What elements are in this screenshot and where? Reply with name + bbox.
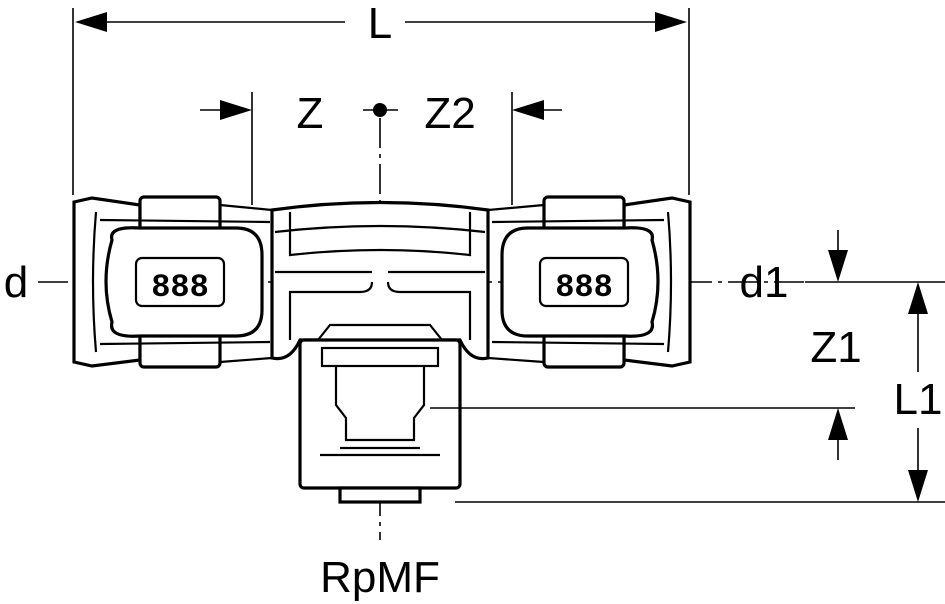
left-sleeve-taper (219, 203, 274, 364)
right-press-end: 888 (486, 195, 692, 369)
label-L: L (368, 0, 392, 48)
arrowhead-L1-top (908, 282, 928, 314)
dimension-Z: Z (200, 89, 323, 205)
center-body-upper-rib (288, 212, 472, 257)
center-body-lower-left-rib (288, 281, 374, 340)
label-L1: L1 (894, 375, 943, 424)
fitting-main-body (270, 200, 490, 361)
arrowhead-L1-bottom (908, 470, 928, 502)
label-Z1: Z1 (810, 323, 861, 372)
arrowhead-L-right (655, 12, 687, 32)
right-indicator-digits: 888 (555, 269, 613, 306)
label-Z: Z (297, 89, 324, 138)
dimension-Z1: Z1 (430, 230, 945, 460)
left-sleeve-bottom-rib (99, 340, 271, 346)
label-d: d (4, 258, 28, 307)
right-end-inner-curve (666, 211, 673, 353)
right-sleeve-top-rib (491, 218, 665, 224)
arrowhead-Z1-top (828, 250, 848, 282)
branch-nut-top-band (320, 346, 440, 368)
label-Z2: Z2 (424, 89, 475, 138)
right-sleeve-taper (486, 203, 545, 364)
arrowhead-Z (220, 100, 252, 120)
right-sleeve-bottom-rib (491, 340, 665, 346)
left-sleeve-top-rib (99, 218, 271, 224)
dimension-Z2: Z2 (424, 89, 562, 205)
arrowhead-Z1-bottom (828, 408, 848, 440)
center-point-marker (373, 103, 387, 117)
left-press-end: 888 (72, 195, 274, 369)
center-body-lower-right-rib (386, 281, 472, 340)
dimension-L1: L1 (455, 282, 945, 503)
arrowhead-L-left (75, 12, 107, 32)
center-body-outline (270, 200, 490, 361)
left-indicator-window (134, 256, 226, 308)
label-d1: d1 (740, 258, 789, 307)
left-indicator-digits: 888 (151, 269, 209, 306)
arrowhead-Z2 (512, 100, 544, 120)
branch-thread-end (338, 486, 422, 504)
dimension-L: L (72, 0, 690, 195)
left-end-inner-curve (91, 211, 98, 353)
right-indicator-window (538, 256, 630, 308)
branch-neck (315, 323, 445, 342)
branch-inner-profile (334, 366, 426, 442)
label-RpMF: RpMF (320, 553, 440, 602)
center-body-upper-curve (274, 224, 486, 234)
branch-female-thread-outlet (298, 323, 462, 504)
